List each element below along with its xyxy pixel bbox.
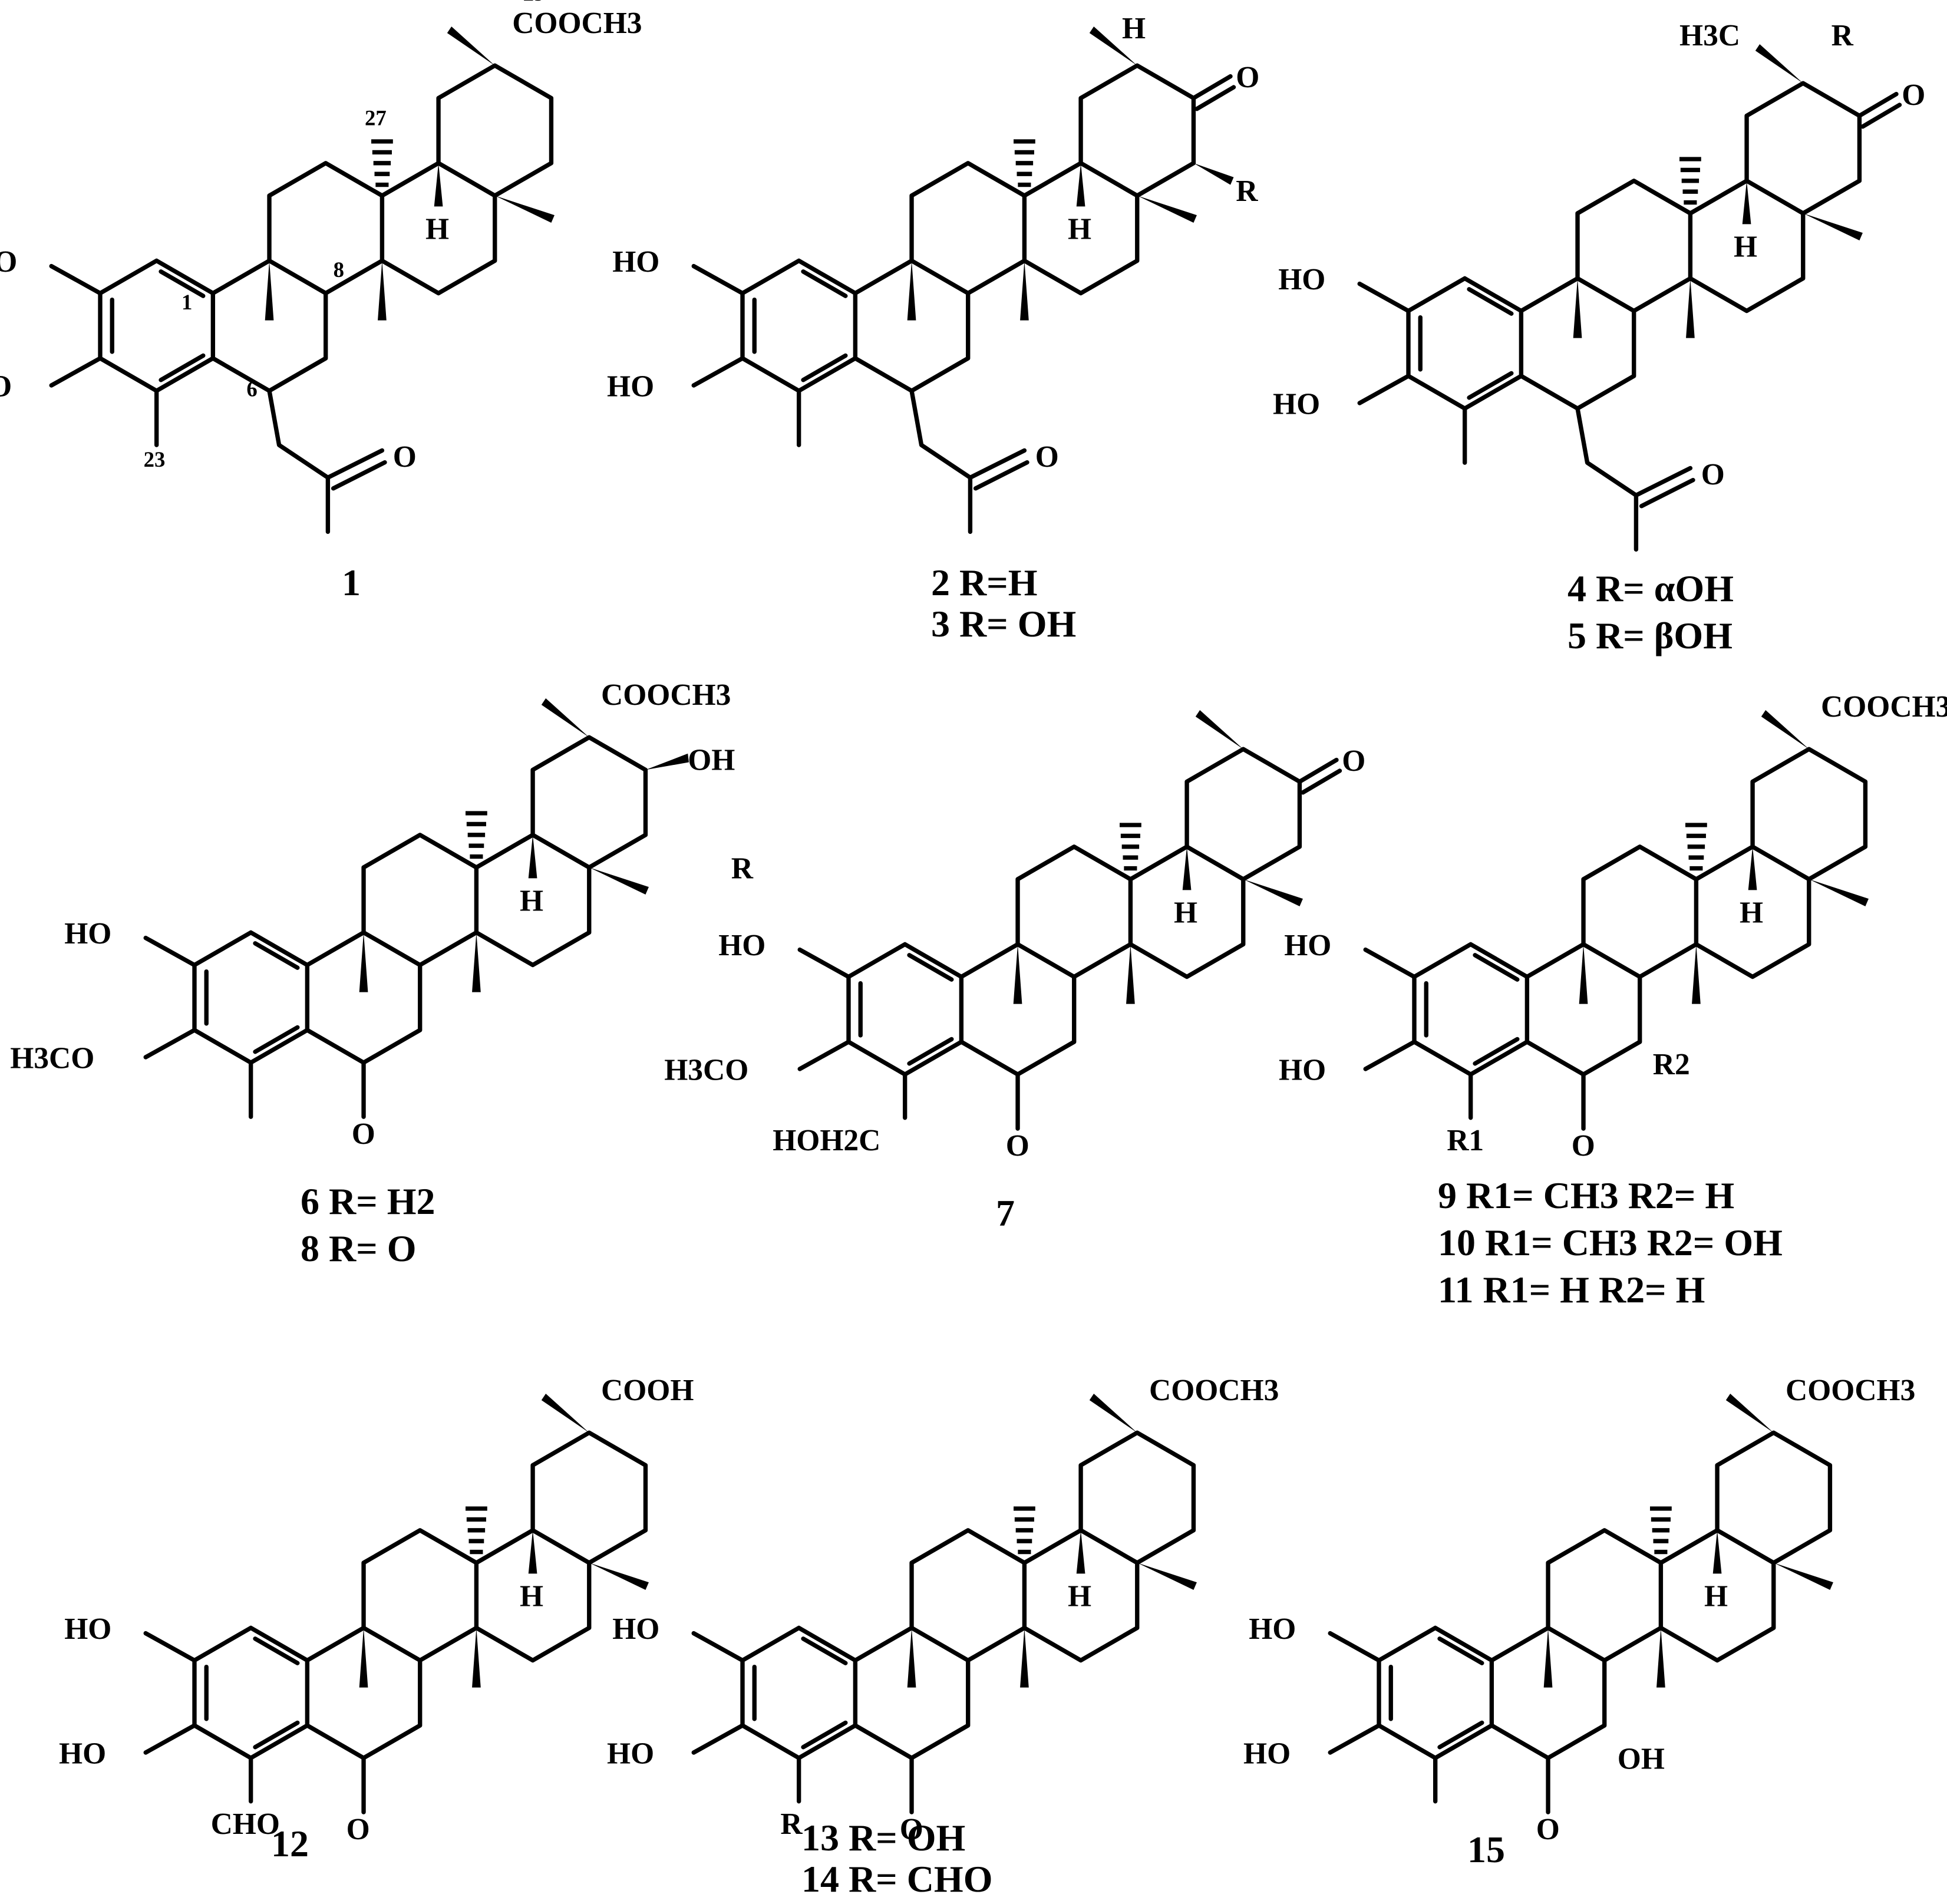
- compound-7: HO H3CO HOH2C O H O: [664, 710, 1365, 1163]
- label-h: H: [1734, 230, 1757, 264]
- label-ho-2: HO: [59, 1737, 106, 1770]
- caption-4: 4 R= αOH: [1568, 567, 1734, 609]
- label-o: O: [1006, 1129, 1029, 1163]
- label-o: O: [393, 440, 417, 474]
- label-ho-1: HO: [0, 245, 17, 279]
- label-ho: HO: [718, 929, 765, 962]
- label-o: O: [1701, 458, 1725, 491]
- locant-8: 8: [334, 258, 344, 282]
- label-cho: CHO: [211, 1807, 280, 1841]
- compound-9-11: HO HO COOCH3 H R1 O R2: [1279, 690, 1947, 1163]
- label-cooch3: COOCH3: [512, 6, 642, 40]
- label-r: R: [1832, 19, 1854, 52]
- label-cooch3: COOCH3: [1786, 1374, 1915, 1407]
- label-o: O: [346, 1813, 370, 1846]
- label-cooch3: COOCH3: [1821, 690, 1947, 724]
- label-oh: OH: [1618, 1743, 1665, 1776]
- label-r2: R2: [1653, 1048, 1690, 1081]
- locant-6: 6: [246, 377, 257, 401]
- caption-15: 15: [1467, 1829, 1505, 1870]
- label-o: O: [1572, 1129, 1595, 1163]
- label-h3c: H3C: [1679, 19, 1740, 52]
- compound-6-8: HO H3CO COOCH3 OH R H O: [10, 678, 754, 1151]
- label-ho-1: HO: [64, 1612, 111, 1646]
- compound-12: HO HO COOH H CHO O: [59, 1374, 694, 1846]
- label-o: O: [1536, 1813, 1560, 1846]
- compound-13-14: HO HO COOCH3 H R O: [607, 1374, 1279, 1846]
- caption-1: 1: [342, 562, 361, 603]
- caption-6: 6 R= H2: [301, 1180, 435, 1222]
- label-cooh: COOH: [601, 1374, 694, 1407]
- label-o: O: [900, 1813, 923, 1846]
- caption-3: 3 R= OH: [931, 603, 1076, 645]
- label-ho-1: HO: [1284, 929, 1331, 962]
- label-ho-2: HO: [607, 369, 654, 403]
- label-h3co: H3CO: [664, 1053, 748, 1087]
- label-h: H: [1068, 213, 1091, 246]
- label-h: H: [1704, 1580, 1728, 1613]
- label-cooch3: COOCH3: [601, 678, 731, 712]
- label-ho-2: HO: [1279, 1053, 1326, 1087]
- label-r1: R1: [1447, 1124, 1484, 1157]
- caption-14: 14 R= CHO: [801, 1858, 992, 1900]
- compound-15: HO HO COOCH3 H O OH: [1243, 1374, 1915, 1846]
- label-h: H: [520, 1580, 543, 1613]
- label-o-ketone: O: [1236, 61, 1259, 94]
- label-o-ketone: O: [1342, 744, 1365, 778]
- locant-29: 29: [523, 0, 545, 5]
- label-h3co: H3CO: [10, 1041, 94, 1075]
- compound-2-3: HO HO H O H R O: [607, 12, 1259, 534]
- label-o: O: [352, 1117, 375, 1151]
- label-o-ketone: O: [1902, 78, 1925, 112]
- label-ho-2: HO: [607, 1737, 654, 1770]
- label-h: H: [1068, 1580, 1091, 1613]
- compound-4-5: HO HO H3C R O H O: [1273, 19, 1925, 552]
- label-r: R: [731, 852, 754, 885]
- label-ho-2: HO: [1243, 1737, 1291, 1770]
- label-h: H: [520, 885, 543, 918]
- label-cooch3: COOCH3: [1149, 1374, 1279, 1407]
- caption-2: 2 R=H: [931, 562, 1037, 603]
- caption-9: 9 R1= CH3 R2= H: [1438, 1174, 1734, 1216]
- label-h-top: H: [1122, 12, 1146, 45]
- label-hoh2c: HOH2C: [773, 1124, 880, 1157]
- caption-10: 10 R1= CH3 R2= OH: [1438, 1222, 1783, 1263]
- compound-1: HO HO COOCH3 H O 29 27 1 8 6 23: [0, 0, 642, 534]
- label-r: R: [780, 1807, 803, 1841]
- caption-12: 12: [271, 1823, 309, 1865]
- locant-27: 27: [365, 105, 387, 130]
- caption-8: 8 R= O: [301, 1227, 416, 1269]
- caption-5: 5 R= βOH: [1568, 615, 1732, 656]
- label-ho-2: HO: [0, 369, 12, 403]
- label-oh: OH: [688, 743, 735, 777]
- label-h: H: [1740, 896, 1763, 930]
- locant-23: 23: [144, 447, 166, 471]
- label-ho: HO: [64, 917, 111, 951]
- label-ho-1: HO: [1278, 263, 1325, 296]
- label-ho-1: HO: [612, 245, 659, 279]
- label-h: H: [425, 213, 449, 246]
- caption-7: 7: [996, 1192, 1015, 1234]
- label-ho-2: HO: [1273, 387, 1320, 421]
- label-ho-1: HO: [1249, 1612, 1296, 1646]
- label-r: R: [1236, 174, 1258, 208]
- caption-11: 11 R1= H R2= H: [1438, 1269, 1705, 1311]
- caption-13: 13 R= OH: [801, 1817, 965, 1859]
- label-ho-1: HO: [612, 1612, 659, 1646]
- label-h: H: [1174, 896, 1197, 930]
- locant-1: 1: [182, 290, 192, 314]
- label-o: O: [1035, 440, 1059, 474]
